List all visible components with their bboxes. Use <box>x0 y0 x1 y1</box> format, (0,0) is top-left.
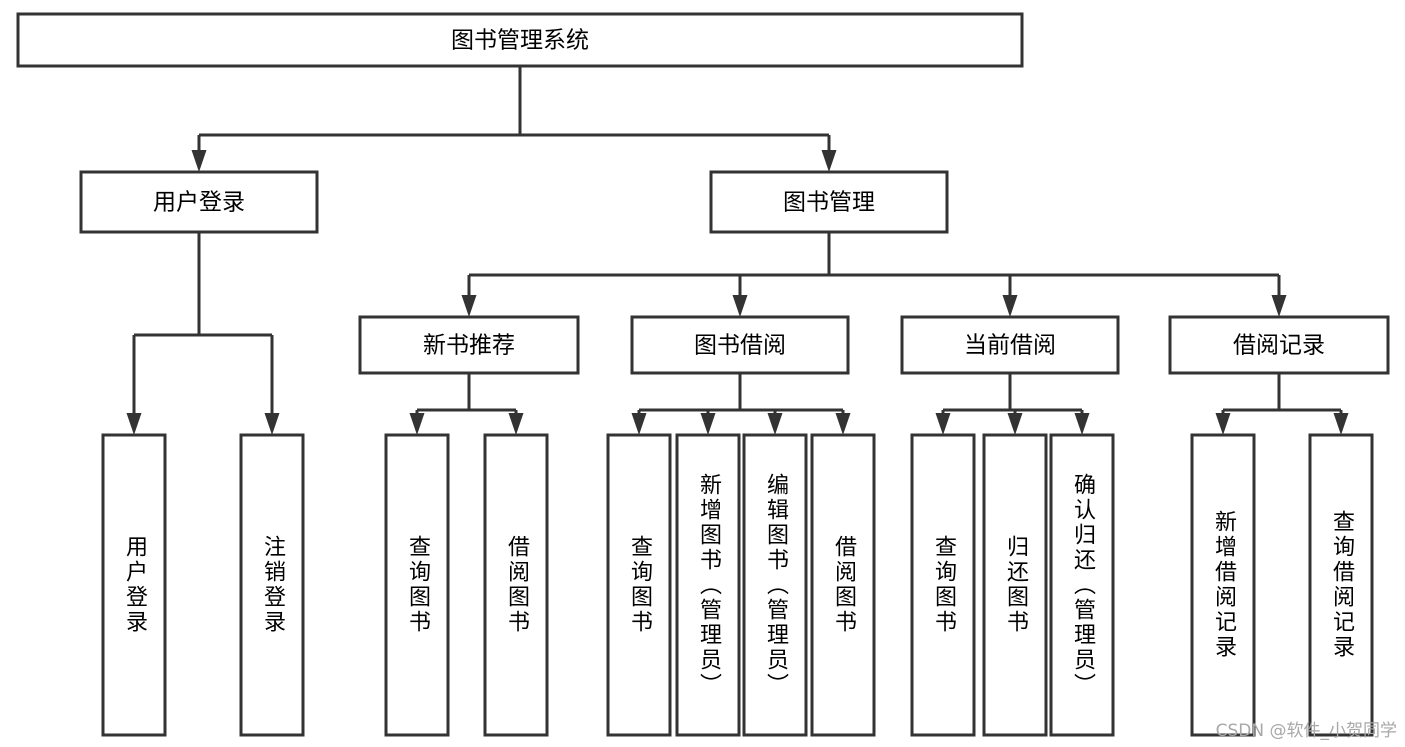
connector-book-manage-to-l3 <box>461 232 1287 317</box>
node-borrow-record[interactable] <box>1168 315 1390 375</box>
node-leaf-query-borrow-record[interactable] <box>1308 433 1374 737</box>
node-user-login[interactable] <box>79 170 319 234</box>
node-user-login-label: 用户登录 <box>153 190 245 216</box>
connector-new-book-to-leaves <box>409 373 524 435</box>
node-root-label: 图书管理系统 <box>451 28 589 54</box>
node-current-borrow[interactable] <box>900 315 1120 375</box>
node-leaf-borrow-book-2[interactable] <box>810 433 876 737</box>
node-book-borrow[interactable] <box>630 315 850 375</box>
connector-borrow-record-to-leaves <box>1215 373 1349 435</box>
connector-user-login-to-leaves <box>126 232 280 435</box>
node-leaf-confirm-return-admin[interactable] <box>1049 433 1115 737</box>
node-root[interactable] <box>16 12 1024 68</box>
node-leaf-borrow-book-1[interactable] <box>483 433 549 737</box>
node-book-manage-label: 图书管理 <box>783 190 875 216</box>
node-leaf-edit-book-admin[interactable] <box>742 433 808 737</box>
connector-book-borrow-to-leaves <box>631 373 851 435</box>
node-leaf-user-login[interactable] <box>101 433 167 737</box>
node-current-borrow-label: 当前借阅 <box>964 333 1056 359</box>
node-leaf-add-book-admin[interactable] <box>675 433 741 737</box>
box-layer <box>16 12 1390 737</box>
node-leaf-query-book-3[interactable] <box>910 433 976 737</box>
node-new-book-recommend[interactable] <box>358 315 580 375</box>
watermark: CSDN @软件_小贺同学 <box>1215 721 1397 741</box>
node-new-book-recommend-label: 新书推荐 <box>423 333 515 359</box>
node-leaf-logout-login[interactable] <box>239 433 305 737</box>
node-book-borrow-label: 图书借阅 <box>694 333 786 359</box>
node-book-manage[interactable] <box>709 170 949 234</box>
connector-layer <box>126 66 1349 435</box>
node-leaf-query-book-2[interactable] <box>606 433 672 737</box>
connector-current-borrow-to-leaves <box>935 373 1090 435</box>
node-borrow-record-label: 借阅记录 <box>1233 333 1325 359</box>
node-leaf-query-book-1[interactable] <box>384 433 450 737</box>
node-leaf-return-book[interactable] <box>982 433 1048 737</box>
connector-root-to-l2 <box>191 66 837 172</box>
node-leaf-add-borrow-record[interactable] <box>1190 433 1256 737</box>
